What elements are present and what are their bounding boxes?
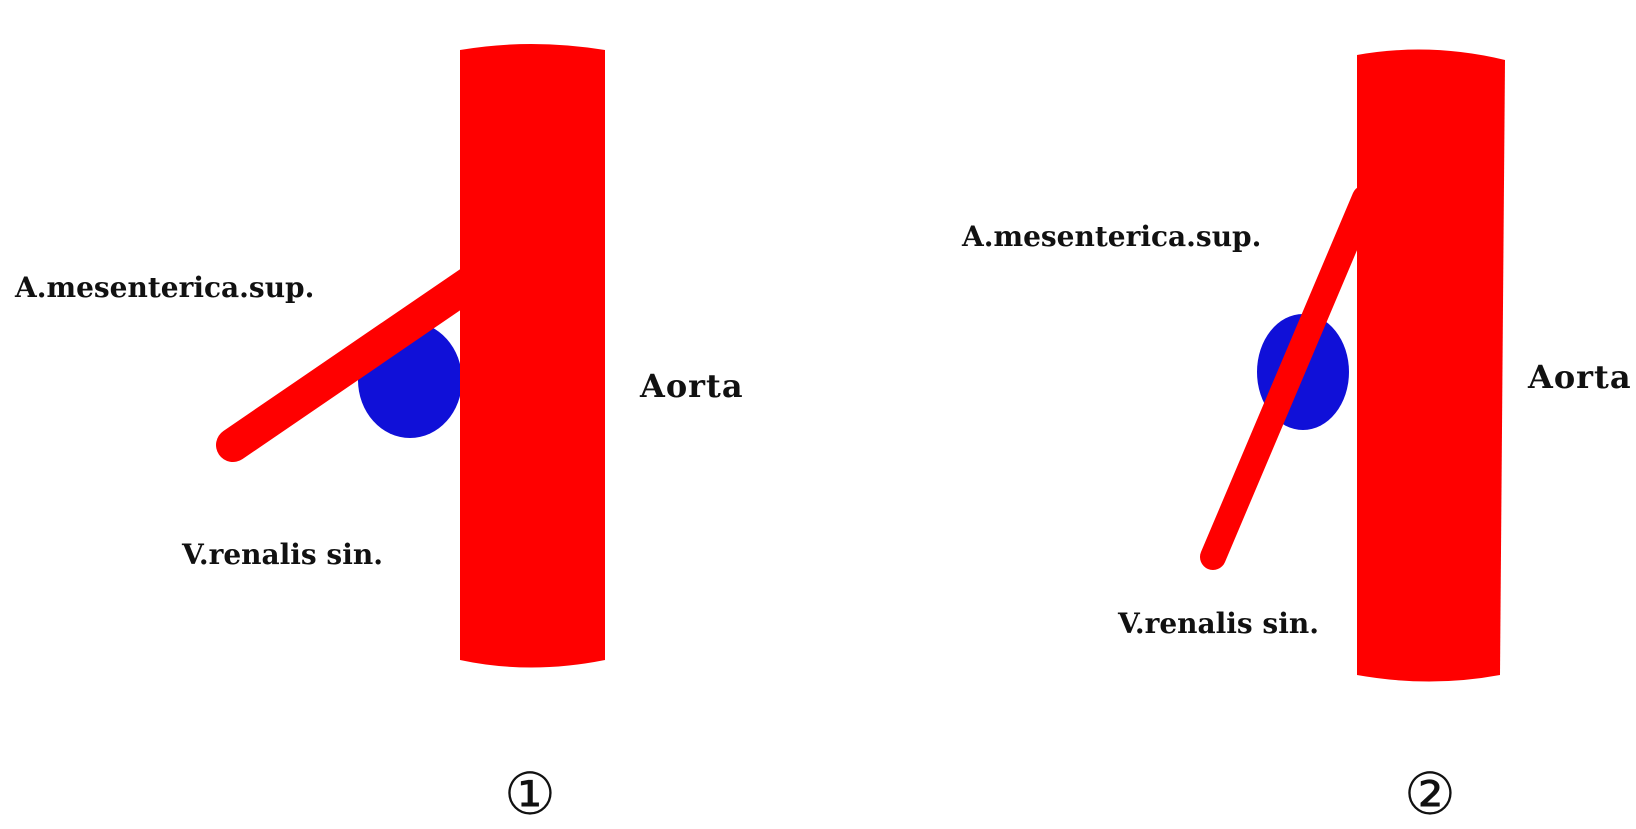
renal-vein-label: V.renalis sin. xyxy=(181,538,383,571)
panel-number: ② xyxy=(1404,760,1456,828)
panel-1: A.mesenterica.sup. Aorta V.renalis sin. … xyxy=(14,44,744,828)
sma-label: A.mesenterica.sup. xyxy=(14,271,314,304)
sma-vessel xyxy=(1200,185,1378,570)
panel-2: A.mesenterica.sup. Aorta V.renalis sin. … xyxy=(961,49,1632,828)
aorta-vessel xyxy=(1357,49,1505,682)
aorta-label: Aorta xyxy=(639,367,744,405)
sma-label: A.mesenterica.sup. xyxy=(961,220,1261,253)
aorta-label: Aorta xyxy=(1527,358,1632,396)
renal-vein-label: V.renalis sin. xyxy=(1117,607,1319,640)
sma-vessel xyxy=(216,266,487,462)
aorta-vessel xyxy=(460,44,605,668)
panel-number: ① xyxy=(504,760,556,828)
